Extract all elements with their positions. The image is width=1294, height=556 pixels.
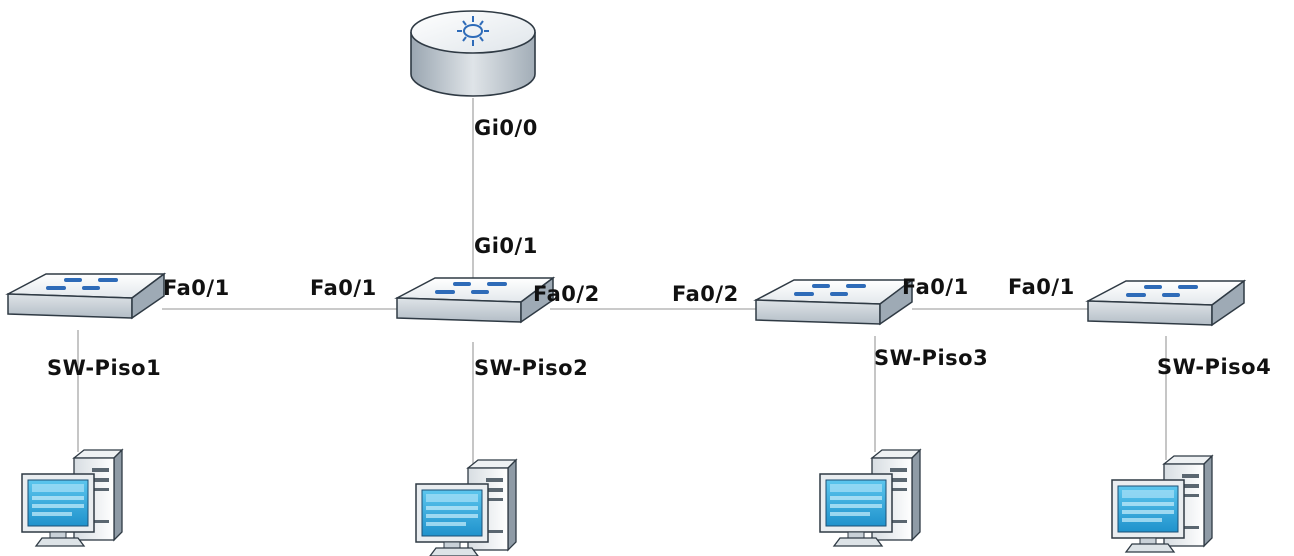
port-label-sw-piso2-gi0-1: Gi0/1 xyxy=(474,234,538,258)
port-label-sw-piso3-fa0-1: Fa0/1 xyxy=(902,275,969,299)
switch-icon-piso3[interactable] xyxy=(754,278,914,326)
router-icon[interactable] xyxy=(410,10,536,97)
computer-icon-pc1[interactable] xyxy=(21,449,123,547)
switch-icon-piso2[interactable] xyxy=(395,276,555,324)
device-label-sw-piso2: SW-Piso2 xyxy=(474,356,589,380)
port-label-sw-piso1-fa0-1: Fa0/1 xyxy=(163,276,230,300)
port-label-sw-piso2-fa0-2: Fa0/2 xyxy=(533,282,600,306)
computer-icon-pc3[interactable] xyxy=(819,449,921,547)
device-label-sw-piso3: SW-Piso3 xyxy=(874,346,989,370)
port-label-sw-piso4-fa0-1: Fa0/1 xyxy=(1008,275,1075,299)
device-label-sw-piso4: SW-Piso4 xyxy=(1157,355,1272,379)
computer-icon-pc2[interactable] xyxy=(415,459,517,556)
port-label-router-gi0-0: Gi0/0 xyxy=(474,116,538,140)
computer-icon-pc4[interactable] xyxy=(1111,455,1213,553)
port-label-sw-piso2-fa0-1: Fa0/1 xyxy=(310,276,377,300)
switch-icon-piso4[interactable] xyxy=(1086,279,1246,327)
port-label-sw-piso3-fa0-2: Fa0/2 xyxy=(672,282,739,306)
links-layer xyxy=(77,98,1167,466)
switch-icon-piso1[interactable] xyxy=(6,272,166,320)
device-label-sw-piso1: SW-Piso1 xyxy=(47,356,162,380)
